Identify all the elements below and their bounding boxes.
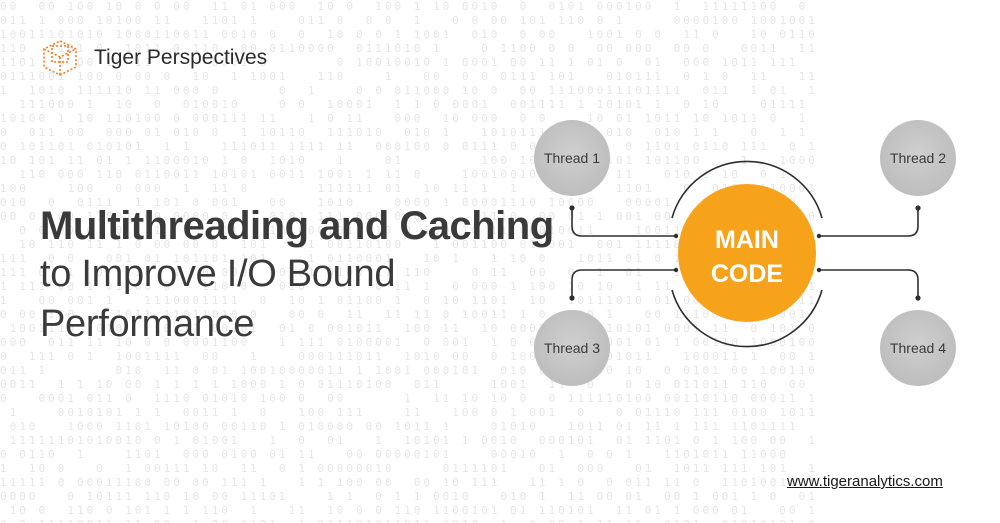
main-code-line-1: MAIN — [715, 226, 779, 254]
website-link[interactable]: www.tigeranalytics.com — [787, 473, 943, 490]
thread-node-3: Thread 3 — [534, 310, 610, 386]
arc-top — [671, 160, 823, 219]
connector-thread-2 — [820, 210, 919, 237]
main-code-node: MAIN CODE — [678, 184, 816, 322]
main-code-line-2: CODE — [711, 260, 783, 288]
thread-4-label: Thread 4 — [890, 340, 946, 356]
headline: Multithreading and Caching to Improve I/… — [40, 203, 554, 349]
brand: Tiger Perspectives — [40, 38, 267, 78]
connector-thread-4 — [820, 269, 919, 296]
main-code-circle — [678, 184, 816, 322]
connector-thread-3 — [571, 269, 675, 296]
connector-thread-1 — [571, 210, 675, 237]
tiger-cube-icon — [43, 40, 77, 76]
thread-1-label: Thread 1 — [544, 150, 600, 166]
arc-bottom — [671, 289, 823, 348]
thread-node-1: Thread 1 — [534, 120, 610, 196]
headline-line-1: Multithreading and Caching — [40, 204, 554, 248]
brand-name: Tiger Perspectives — [94, 46, 268, 69]
headline-line-3: Performance — [40, 303, 255, 345]
thread-node-4: Thread 4 — [880, 310, 956, 386]
thread-3-label: Thread 3 — [544, 340, 600, 356]
thread-2-label: Thread 2 — [890, 150, 946, 166]
headline-line-2: to Improve I/O Bound — [40, 253, 396, 295]
thread-node-2: Thread 2 — [880, 120, 956, 196]
